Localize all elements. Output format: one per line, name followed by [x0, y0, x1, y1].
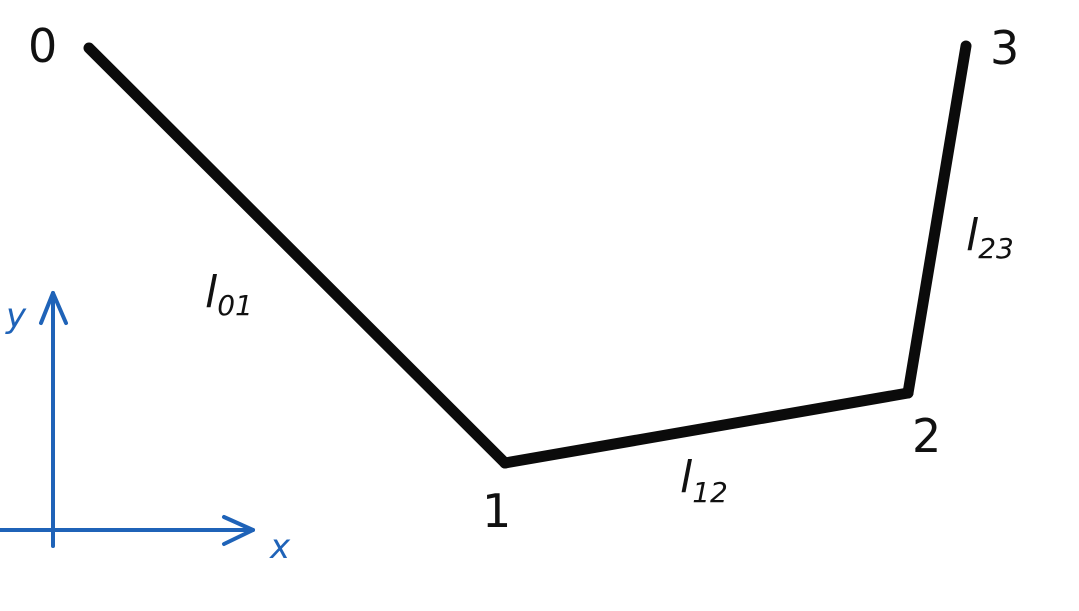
link-labels: l01 l12 l23: [205, 210, 1014, 509]
joint-labels: 0 1 2 3: [28, 19, 1019, 538]
link-label-12-sub: 12: [692, 476, 728, 509]
link-12: [499, 387, 914, 469]
link-label-23: l23: [966, 210, 1014, 265]
link-label-23-sub: 23: [978, 232, 1014, 265]
link-label-12: l12: [680, 452, 728, 509]
link-label-01-main: l: [205, 267, 218, 318]
link-01: [83, 42, 511, 469]
link-label-01: l01: [205, 267, 253, 322]
y-axis-arrowhead-icon: [39, 291, 68, 325]
x-axis-label: x: [269, 527, 291, 567]
joint-label-1: 1: [482, 484, 511, 538]
x-axis-arrowhead-icon: [222, 515, 255, 546]
link-label-12-main: l: [680, 452, 693, 503]
links: [83, 40, 972, 469]
coordinate-axes: y x: [0, 291, 291, 567]
y-axis-label: y: [5, 296, 27, 336]
link-23: [902, 40, 972, 399]
link-label-23-main: l: [966, 210, 979, 261]
joint-label-0: 0: [28, 19, 57, 73]
joint-label-3: 3: [990, 21, 1019, 75]
joint-label-2: 2: [912, 409, 941, 463]
link-label-01-sub: 01: [217, 289, 253, 322]
